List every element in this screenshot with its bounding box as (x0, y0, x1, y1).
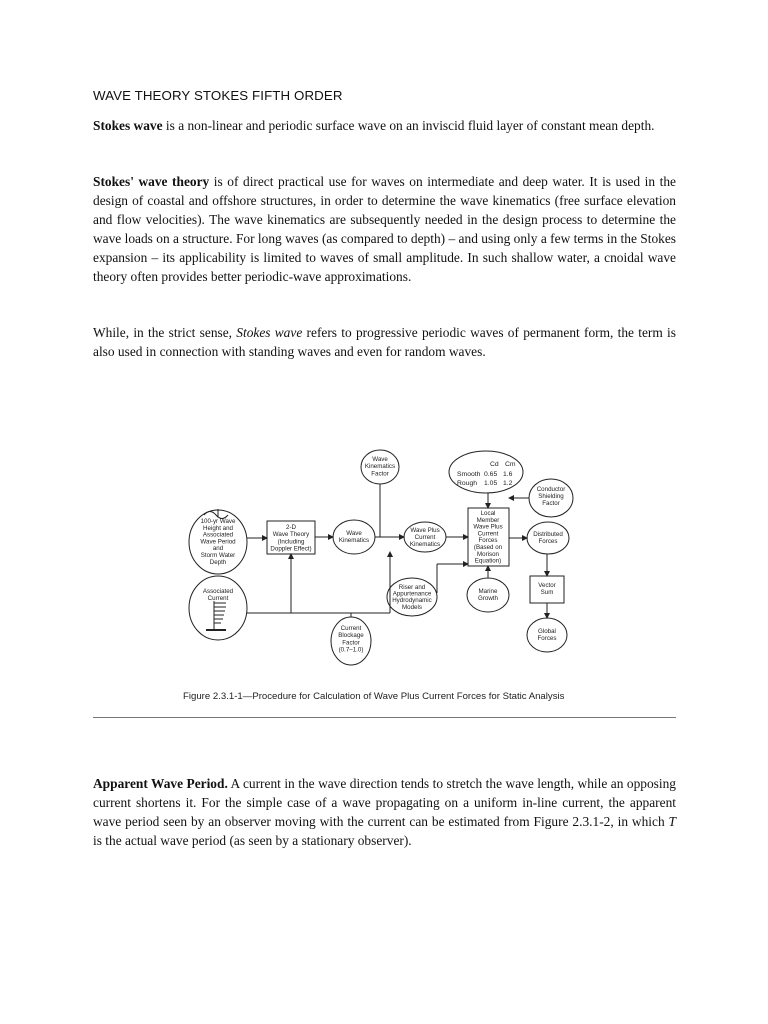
node-label-blockage: Current (341, 625, 362, 632)
node-label-wave-height: Depth (210, 559, 227, 566)
node-label-kin-factor: Factor (371, 470, 389, 477)
paragraph-text: refers to progressive periodic waves of … (93, 325, 676, 359)
diagram-shapes (188, 449, 574, 666)
node-label-wave-height: Height and (203, 525, 233, 532)
node-label-shielding: Conductor (537, 486, 566, 493)
node-label-marine: Marine (479, 588, 498, 595)
coef-row-smooth-label: Smooth (457, 471, 481, 478)
wave-glyph-icon (203, 509, 229, 519)
coefficient-table: Cd Cm Smooth 0.65 1.6 Rough 1.05 1.2 (457, 461, 516, 487)
node-label-kinematics: Kinematics (339, 537, 369, 544)
node-label-riser: Hydrodynamic (392, 597, 432, 604)
term-apparent-wave-period: Apparent Wave Period. (93, 776, 228, 791)
node-label-vector: Vector (538, 582, 556, 589)
node-label-wave-plus: Current (415, 534, 436, 541)
node-label-vector: Sum (541, 589, 554, 596)
node-label-shielding: Factor (542, 500, 560, 507)
node-label-local: Wave Plus (473, 524, 502, 531)
node-label-theory: Wave Theory (273, 531, 310, 538)
node-label-local: Local (481, 510, 496, 517)
node-label-wave-plus: Kinematics (410, 541, 440, 548)
figure-caption: Figure 2.3.1-1—Procedure for Calculation… (183, 691, 565, 702)
paragraph-text: While, in the strict sense, (93, 325, 237, 340)
paragraph-stokes-wave: Stokes wave is a non-linear and periodic… (93, 116, 676, 135)
node-label-global: Forces (538, 635, 557, 642)
current-profile-icon (206, 601, 226, 631)
node-label-distributed: Forces (539, 538, 558, 545)
node-label-blockage: Blockage (338, 632, 364, 639)
node-label-wave-height: Storm Water (201, 552, 236, 559)
node-label-wave-height: Associated (203, 532, 234, 539)
coef-row-rough-cm: 1.2 (503, 480, 513, 487)
node-label-current: Associated (203, 588, 234, 595)
node-label-riser: Appurtenance (393, 591, 432, 598)
node-label-local: Morison (477, 551, 500, 558)
coef-header-cm: Cm (505, 461, 516, 468)
node-coefficients (448, 450, 524, 494)
coef-row-smooth-cd: 0.65 (484, 471, 497, 478)
node-label-theory: (Including (278, 538, 305, 545)
node-label-local: Equation) (475, 558, 502, 565)
paragraph-text: A current in the wave direction tends to… (93, 776, 676, 829)
node-label-local: Forces (479, 537, 498, 544)
node-label-local: Current (478, 530, 499, 537)
node-label-marine: Growth (478, 595, 499, 602)
document-title: WAVE THEORY STOKES FIFTH ORDER (93, 88, 343, 103)
node-label-local: (Based on (474, 544, 503, 551)
node-label-kinematics: Wave (346, 530, 362, 537)
node-label-kin-factor: Kinematics (365, 463, 395, 470)
paragraph-text: is of direct practical use for waves on … (93, 174, 676, 284)
symbol-t: T (668, 814, 676, 829)
coef-row-rough-label: Rough (457, 480, 477, 487)
node-label-blockage: (0.7–1.0) (339, 647, 364, 654)
node-label-blockage: Factor (342, 639, 360, 646)
horizontal-divider (93, 717, 676, 718)
node-associated-current (188, 575, 248, 641)
node-label-wave-height: 100-yr Wave (201, 518, 236, 525)
node-label-global: Global (538, 628, 556, 635)
node-label-theory: 2-D (286, 524, 297, 531)
node-label-wave-plus: Wave Plus (410, 527, 439, 534)
term-stokes-wave: Stokes wave (93, 118, 163, 133)
diagram-arrows (247, 484, 550, 619)
paragraph-text: is a non-linear and periodic surface wav… (162, 118, 655, 133)
term-stokes-wave-italic: Stokes wave (236, 325, 303, 340)
node-riser-models (386, 577, 438, 617)
node-label-kin-factor: Wave (372, 456, 388, 463)
paragraph-stokes-theory: Stokes' wave theory is of direct practic… (93, 172, 676, 286)
node-label-riser: Riser and (399, 584, 426, 591)
coef-header-cd: Cd (490, 461, 499, 468)
paragraph-strict-sense: While, in the strict sense, Stokes wave … (93, 323, 676, 361)
coef-row-rough-cd: 1.05 (484, 480, 497, 487)
node-label-wave-height: and (213, 545, 224, 552)
paragraph-apparent-wave-period: Apparent Wave Period. A current in the w… (93, 774, 676, 850)
node-label-wave-height: Wave Period (200, 538, 236, 545)
node-label-current: Current (208, 595, 229, 602)
node-label-theory: Doppler Effect) (270, 546, 311, 553)
term-stokes-wave-theory: Stokes' wave theory (93, 174, 210, 189)
paragraph-text: is the actual wave period (as seen by a … (93, 833, 412, 848)
node-label-shielding: Shielding (538, 493, 564, 500)
node-label-local: Member (477, 517, 500, 524)
coef-row-smooth-cm: 1.6 (503, 471, 513, 478)
node-label-distributed: Distributed (533, 531, 563, 538)
node-label-riser: Models (402, 604, 422, 611)
